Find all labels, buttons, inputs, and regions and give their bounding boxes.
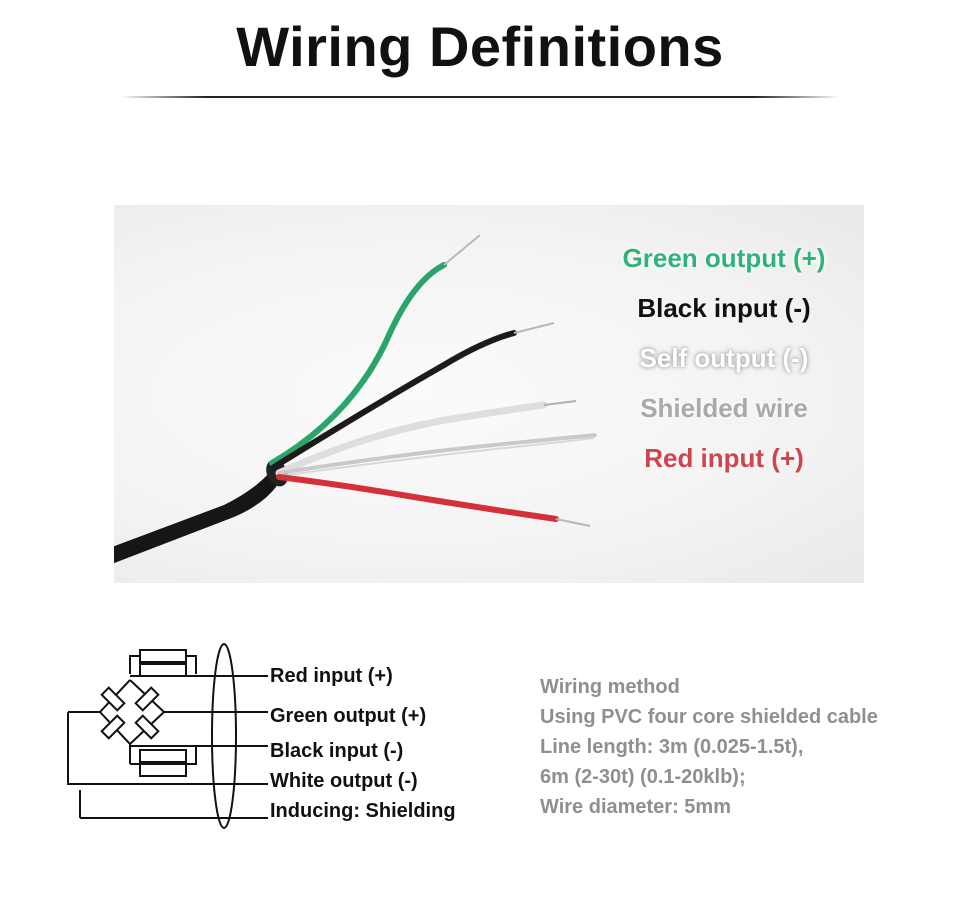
white-wire <box>275 401 548 477</box>
wiring-method-line: Wire diameter: 5mm <box>540 796 731 818</box>
red-wire-tip <box>555 518 591 527</box>
label-red-input: Red input (+) <box>644 443 804 473</box>
shield-wire <box>277 433 598 475</box>
label-black-input: Black input (-) <box>637 293 811 323</box>
title-divider <box>120 96 840 98</box>
red-wire <box>276 474 559 522</box>
label-green-output: Green output (+) <box>622 243 826 273</box>
cable-illustration <box>114 234 598 564</box>
terminal-shielding: Inducing: Shielding <box>270 800 456 822</box>
black-wire-tip <box>513 322 555 334</box>
wiring-method-block: Wiring method Using PVC four core shield… <box>540 672 950 822</box>
label-self-output: Self output (-) <box>639 343 809 373</box>
bridge-schematic <box>67 643 268 829</box>
cable-jacket <box>114 460 284 564</box>
wiring-method-heading: Wiring method <box>540 676 680 698</box>
terminal-black-input: Black input (-) <box>270 740 404 762</box>
green-wire-tip <box>443 234 481 266</box>
wiring-method-line: Using PVC four core shielded cable <box>540 706 878 728</box>
label-shielded-wire: Shielded wire <box>640 393 808 423</box>
cable-photo: Green output (+) Black input (-) Self ou… <box>114 205 864 583</box>
terminal-green-output: Green output (+) <box>270 705 427 727</box>
wiring-method-line: Line length: 3m (0.025-1.5t), <box>540 736 804 758</box>
terminal-red-input: Red input (+) <box>270 665 393 687</box>
page-title: Wiring Definitions <box>236 15 724 78</box>
black-wire <box>271 330 517 470</box>
wiring-method-line: 6m (2-30t) (0.1-20klb); <box>540 766 746 788</box>
terminal-white-output: White output (-) <box>270 770 418 792</box>
white-wire-tip <box>543 400 577 406</box>
green-wire <box>269 262 447 466</box>
